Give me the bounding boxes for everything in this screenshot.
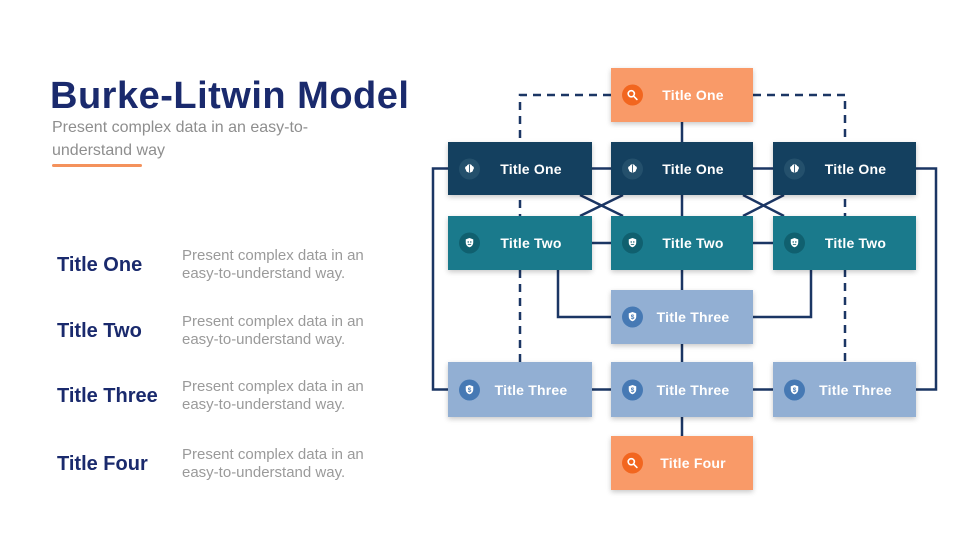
brain-icon <box>622 158 643 179</box>
node-label: Title Two <box>500 235 562 251</box>
node-label: Title Two <box>662 235 724 251</box>
shield-face-icon <box>784 232 805 254</box>
node-label: Title Three <box>656 381 730 398</box>
legend-description: Present complex data in an easy-to-under… <box>182 313 364 349</box>
node-bottom-left: $ Title Three <box>448 362 592 417</box>
node-label: Title One <box>824 160 887 177</box>
legend-description: Present complex data in an easy-to-under… <box>182 378 364 414</box>
legend-item: Title One Present complex data in an eas… <box>57 247 427 284</box>
node-label: Title Three <box>656 309 730 325</box>
legend-description: Present complex data in an easy-to-under… <box>182 446 364 482</box>
node-label: Title Three <box>819 381 892 398</box>
magnifier-icon <box>622 84 643 106</box>
brain-icon <box>459 158 480 179</box>
shield-dollar-icon: $ <box>459 379 480 400</box>
node-teal-left: Title Two <box>448 216 592 270</box>
shield-face-icon <box>622 232 643 254</box>
accent-rule <box>52 164 142 167</box>
legend-item: Title Three Present complex data in an e… <box>57 378 427 415</box>
page-title: Burke-Litwin Model <box>50 75 410 118</box>
legend-label: Title Three <box>57 384 158 407</box>
node-mid-blue: $ Title Three <box>611 290 753 344</box>
node-bottom-orange: Title Four <box>611 436 753 490</box>
legend-description: Present complex data in an easy-to-under… <box>182 247 364 283</box>
node-bottom-right: $ Title Three <box>773 362 916 417</box>
svg-text:$: $ <box>793 386 797 393</box>
shield-dollar-icon: $ <box>784 379 805 400</box>
legend-label: Title Four <box>57 452 148 475</box>
brain-icon <box>784 158 805 179</box>
legend-item: Title Four Present complex data in an ea… <box>57 446 427 483</box>
node-navy-left: Title One <box>448 142 592 195</box>
node-teal-right: Title Two <box>773 216 916 270</box>
legend-label: Title One <box>57 253 143 276</box>
svg-text:$: $ <box>468 386 472 393</box>
magnifier-icon <box>622 452 643 474</box>
legend-label: Title Two <box>57 319 142 342</box>
node-navy-right: Title One <box>773 142 916 195</box>
svg-text:$: $ <box>631 314 635 321</box>
node-label: Title Four <box>660 455 726 471</box>
node-teal-mid: Title Two <box>611 216 753 270</box>
shield-face-icon <box>459 232 480 254</box>
node-label: Title One <box>500 160 562 177</box>
node-bottom-mid: $ Title Three <box>611 362 753 417</box>
shield-dollar-icon: $ <box>622 379 643 400</box>
node-label: Title One <box>662 87 724 103</box>
node-top-orange: Title One <box>611 68 753 122</box>
node-label: Title One <box>662 160 724 177</box>
node-label: Title Three <box>494 381 568 398</box>
legend-item: Title Two Present complex data in an eas… <box>57 313 427 350</box>
svg-text:$: $ <box>631 386 635 393</box>
page-subtitle: Present complex data in an easy-to-under… <box>52 119 309 160</box>
shield-dollar-icon: $ <box>622 306 643 328</box>
node-navy-mid: Title One <box>611 142 753 195</box>
node-label: Title Two <box>824 235 887 251</box>
